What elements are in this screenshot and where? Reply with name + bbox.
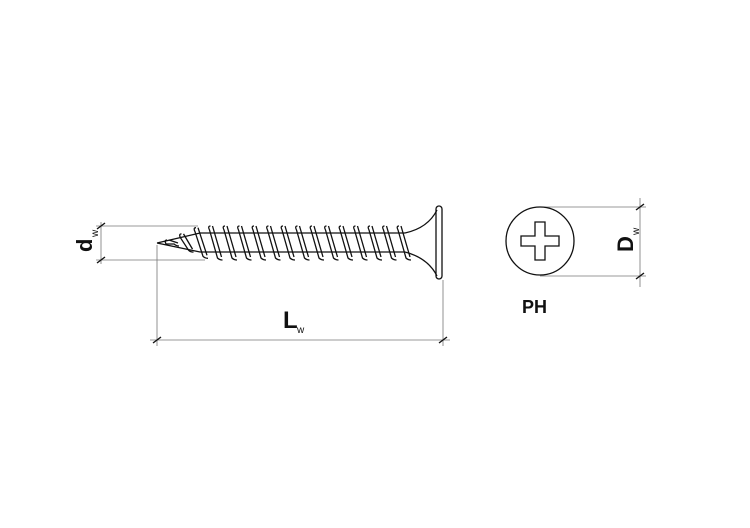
thread-crest (367, 225, 383, 261)
label-l: L (283, 307, 298, 334)
thread-crest (382, 225, 397, 261)
screw-head-top-view (505, 206, 575, 276)
dimension-ticks (96, 203, 645, 344)
thread-crest (237, 225, 252, 261)
label-l-w: L w (283, 307, 305, 336)
thread-crest (179, 233, 194, 253)
thread-crest (324, 225, 339, 261)
thread-crest (266, 225, 281, 261)
screw-head-underside (404, 209, 438, 277)
thread-crest (193, 227, 209, 259)
label-D: D (613, 236, 638, 252)
phillips-cross-icon (520, 221, 560, 261)
label-d-subscript: w (90, 229, 101, 238)
thread-crest (251, 225, 267, 261)
thread-crest (164, 239, 180, 247)
label-d-w: d w (72, 229, 101, 252)
label-D-subscript: w (631, 227, 642, 236)
thread-crest (309, 225, 325, 261)
dimension-lines (96, 198, 646, 346)
thread-crest (280, 225, 296, 261)
thread-crest (338, 225, 354, 261)
screw-head (435, 205, 443, 280)
thread-crest (222, 225, 238, 261)
thread-crest (295, 225, 310, 261)
label-l-subscript: w (296, 325, 305, 336)
head-type-label: PH (522, 297, 547, 317)
screw-side-view (156, 205, 443, 280)
thread-crest (396, 225, 412, 261)
head-circle (505, 206, 575, 276)
screw-threads (164, 225, 412, 261)
thread-crest (208, 225, 223, 261)
thread-crest (353, 225, 368, 261)
screw-core (156, 232, 405, 253)
label-D-w: D w (613, 227, 642, 252)
label-d: d (72, 239, 97, 252)
